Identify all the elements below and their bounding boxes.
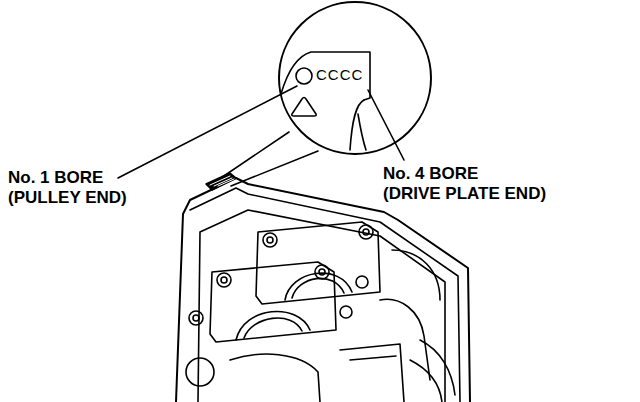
- drawing-part: [256, 222, 380, 304]
- drawing-part: [193, 315, 199, 321]
- hook-edge: [350, 100, 366, 150]
- drawing-part: [315, 265, 329, 279]
- block-rib: [340, 344, 404, 402]
- drawing-part: [244, 318, 302, 338]
- magnifier-leader: [231, 151, 318, 186]
- arrow-mark: [292, 98, 317, 117]
- callout-label: No. 1 BORE (PULLEY END): [8, 168, 138, 208]
- bore-code-stamp: CCCC: [316, 67, 363, 83]
- drawing-part: [217, 273, 231, 287]
- journal: [186, 358, 214, 386]
- drawing-part: [319, 269, 325, 275]
- block-edge: [190, 188, 460, 402]
- drawing-part: [189, 311, 203, 325]
- magnifier-circle: [279, 2, 431, 154]
- drawing-part: [359, 225, 373, 239]
- drawing-part: [210, 262, 336, 342]
- drawing-part: [221, 277, 227, 283]
- drawing-part: [210, 176, 234, 186]
- flywheel-edge: [410, 340, 455, 402]
- drawing-part: [356, 276, 368, 288]
- callout-label: No. 4 BORE (DRIVE PLATE END): [383, 164, 573, 204]
- drawing-part: [267, 237, 273, 243]
- drawing-part: [363, 229, 369, 235]
- crank-web: [392, 250, 440, 300]
- bearing-cap: [256, 222, 380, 304]
- drawing-part: [263, 233, 277, 247]
- reference-hole: [296, 68, 312, 84]
- line-spacer: [538, 164, 573, 182]
- bearing-cap: [189, 262, 336, 342]
- drawing-part: [292, 278, 344, 298]
- stamp-pad: [206, 173, 236, 190]
- leader-line: [118, 86, 297, 178]
- leader-line: [368, 90, 404, 160]
- drawing-part: [206, 173, 236, 190]
- cavity-edge: [198, 210, 445, 402]
- drawing-part: [236, 311, 310, 340]
- bolt: [340, 306, 352, 318]
- crank-web: [230, 354, 320, 402]
- block-outline: [176, 178, 470, 402]
- plate-outline: [281, 52, 370, 100]
